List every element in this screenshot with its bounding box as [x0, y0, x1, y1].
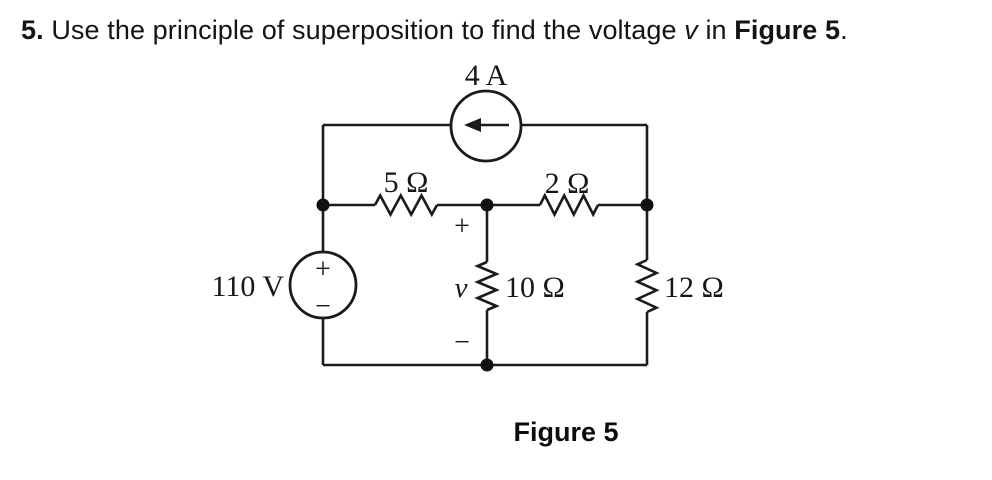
node-dot-right — [640, 198, 654, 212]
resistor-12-ohm: 12 Ω — [634, 258, 724, 314]
current-source-label: 4 A — [465, 59, 508, 92]
resistor-10-ohm: 10 Ω — [474, 260, 565, 312]
voltage-marking-variable: v — [455, 272, 468, 304]
node-dot-middle-top — [480, 198, 494, 212]
resistor-2-ohm-label: 2 Ω — [545, 167, 590, 200]
node-dot-left — [316, 198, 330, 212]
figure-caption: Figure 5 — [513, 417, 619, 447]
problem-text-connector: in — [705, 15, 727, 45]
voltage-marking-minus: − — [454, 327, 470, 358]
resistor-5-ohm-zigzag — [373, 192, 439, 218]
circuit-wires — [321, 123, 649, 367]
voltage-source-circle — [288, 250, 358, 320]
resistor-5-ohm-label: 5 Ω — [384, 166, 429, 199]
resistor-10-ohm-zigzag — [474, 260, 500, 312]
voltage-source-minus: − — [315, 291, 331, 322]
resistor-12-ohm-zigzag — [634, 258, 660, 314]
voltage-variable-inline: v — [684, 15, 698, 45]
problem-text: Use the principle of superposition to fi… — [51, 15, 677, 45]
problem-statement: 5. Use the principle of superposition to… — [21, 15, 848, 46]
figure-reference: Figure 5 — [734, 15, 841, 45]
voltage-marking: + v − — [454, 211, 470, 358]
voltage-source: + − 110 V — [211, 250, 358, 322]
resistor-12-ohm-label: 12 Ω — [664, 271, 724, 304]
node-dot-middle-bottom — [480, 358, 494, 372]
sentence-period: . — [840, 15, 848, 45]
resistor-2-ohm: 2 Ω — [538, 167, 600, 218]
current-source: 4 A — [449, 59, 523, 163]
current-arrow-head-icon — [464, 118, 481, 132]
voltage-source-plus: + — [315, 254, 331, 285]
resistor-2-ohm-zigzag — [538, 192, 600, 218]
voltage-source-label: 110 V — [211, 270, 284, 303]
voltage-marking-plus: + — [454, 211, 470, 242]
resistor-5-ohm: 5 Ω — [373, 166, 439, 218]
problem-number: 5. — [21, 15, 44, 45]
resistor-10-ohm-label: 10 Ω — [505, 271, 565, 304]
node-dots — [316, 198, 654, 372]
current-source-circle — [449, 89, 523, 163]
